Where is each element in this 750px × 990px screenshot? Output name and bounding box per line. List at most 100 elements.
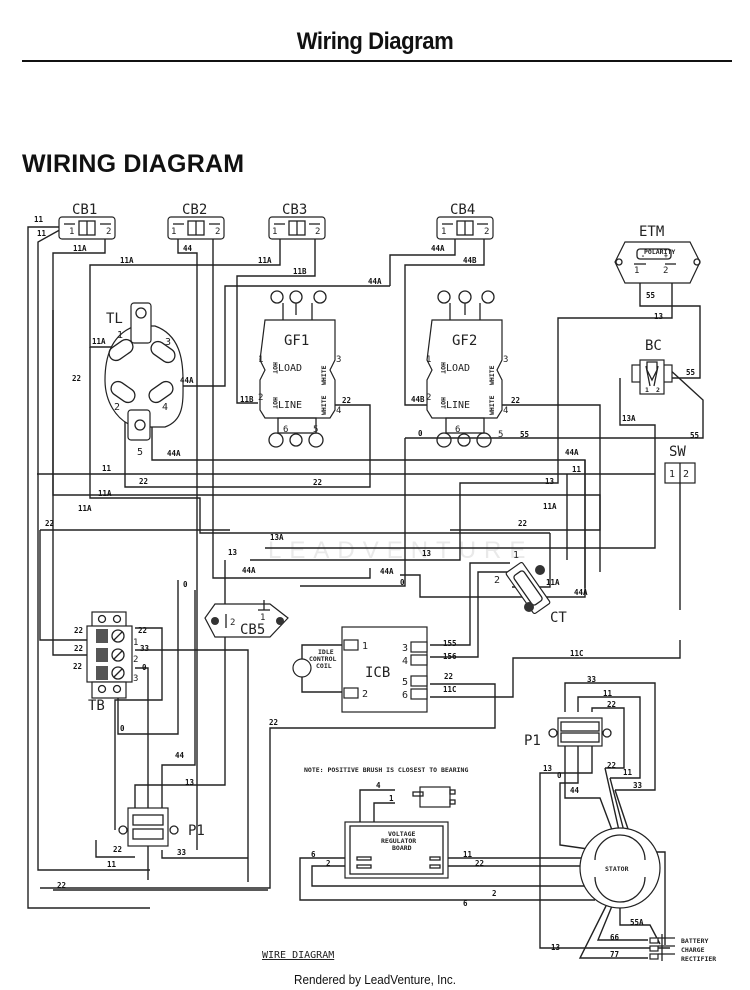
svg-text:3: 3 — [133, 674, 138, 684]
wire-11b — [236, 227, 316, 404]
svg-text:LINE: LINE — [278, 400, 302, 411]
wire-label-w11a-top: 11A — [120, 256, 134, 265]
wire-label-w22-p1: 22 — [113, 845, 122, 854]
wire-label-w44a-ct: 44A — [574, 588, 588, 597]
svg-text:+: + — [664, 252, 668, 260]
svg-text:STATOR: STATOR — [605, 865, 629, 873]
wire-label-w44a-r: 44A — [565, 448, 579, 457]
voltage-regulator-board: VOLTAGE REGULATOR BOARD — [344, 821, 449, 879]
wire-44-p1 — [161, 590, 196, 820]
wire-label-w0-mid2: 0 — [400, 578, 405, 587]
svg-text:IDLE: IDLE — [318, 648, 334, 656]
wire-label-w11a-mid1: 11A — [98, 489, 112, 498]
svg-text:5: 5 — [137, 447, 143, 458]
svg-text:POLARITY: POLARITY — [644, 248, 675, 256]
svg-text:1: 1 — [645, 386, 649, 394]
wire-0-p1r — [559, 745, 596, 851]
wire-label-w11a-r: 11A — [543, 502, 557, 511]
svg-text:BOARD: BOARD — [392, 844, 412, 852]
svg-text:1: 1 — [634, 266, 639, 276]
wire-label-w44-p1r: 44 — [570, 786, 580, 795]
wire-77 — [578, 905, 648, 959]
wire-13-p1r — [539, 745, 670, 949]
svg-text:2: 2 — [683, 469, 689, 480]
wire-6 — [299, 857, 595, 901]
svg-text:1: 1 — [362, 641, 368, 652]
wire-label-w44a-tl: 44A — [180, 376, 194, 385]
wire-label-w11c-top: 11C — [570, 649, 584, 658]
circuit-breaker-cb4: CB4 1 2 — [436, 202, 494, 240]
wire-label-w0-mid: 0 — [183, 580, 188, 589]
wire-label-w13a-mid: 13A — [270, 533, 284, 542]
svg-text:HOT: HOT — [439, 362, 447, 374]
wire-label-w33-tb: 33 — [140, 644, 150, 653]
svg-text:REGULATOR: REGULATOR — [381, 837, 416, 845]
svg-text:1: 1 — [69, 227, 74, 237]
svg-text:3: 3 — [503, 355, 508, 365]
wire-11-p1r — [577, 696, 641, 779]
wire-label-w11b-cb3: 11B — [293, 267, 307, 276]
wire-33-tb — [135, 649, 249, 882]
wire-44-p1r — [564, 745, 616, 839]
wire-label-w11-p1: 11 — [107, 860, 117, 869]
svg-text:COIL: COIL — [316, 662, 332, 670]
wire-label-w33-p1: 33 — [177, 848, 187, 857]
wire-22-gf1 — [124, 400, 371, 488]
wire-label-w44-cb2: 44 — [183, 244, 193, 253]
svg-text:3: 3 — [336, 355, 341, 365]
wire-22-left-down — [39, 530, 88, 641]
svg-text:1: 1 — [669, 469, 675, 480]
page-header-title: Wiring Diagram — [296, 28, 454, 55]
wire-13-etm — [250, 263, 673, 561]
svg-text:4: 4 — [336, 406, 341, 416]
svg-text:1: 1 — [117, 330, 123, 341]
svg-text:CHARGE: CHARGE — [681, 946, 705, 954]
wire-label-w6-vrb: 6 — [311, 850, 316, 859]
circuit-breaker-cb2: CB2 1 2 — [167, 202, 225, 240]
svg-text:WHITE: WHITE — [488, 365, 496, 385]
wire-label-w33-p1r: 33 — [587, 675, 597, 684]
wire-44 — [177, 227, 198, 850]
svg-text:4: 4 — [162, 402, 168, 413]
wire-22-icb — [40, 683, 496, 889]
svg-text:1: 1 — [426, 355, 431, 365]
wire-label-w22-long: 22 — [269, 718, 278, 727]
ct-label: CT — [550, 610, 567, 626]
wire-label-w13-p1r: 13 — [543, 764, 553, 773]
wire-label-w11a-tl: 11A — [92, 337, 106, 346]
svg-text:WHITE: WHITE — [488, 395, 496, 415]
cb5-label: CB5 — [240, 622, 265, 638]
battery-charger-bc: BC 1 2 — [631, 338, 673, 395]
wire-label-w13-mid: 13 — [228, 548, 238, 557]
wire-155 — [430, 562, 510, 646]
svg-text:6: 6 — [402, 690, 408, 701]
wire-label-w0-gf2: 0 — [418, 429, 423, 438]
svg-text:2: 2 — [230, 618, 235, 628]
wire-label-w2-bottom: 2 — [492, 889, 497, 898]
svg-text:VOLTAGE: VOLTAGE — [388, 830, 415, 838]
svg-text:2: 2 — [114, 402, 120, 413]
wire-label-w55a: 55A — [630, 918, 644, 927]
svg-text:5: 5 — [498, 430, 503, 440]
svg-text:LINE: LINE — [446, 400, 470, 411]
wire-label-w22-p1r: 22 — [607, 700, 616, 709]
icb-label: ICB — [365, 665, 390, 681]
wire-11a-2 — [89, 347, 550, 534]
cb1-label: CB1 — [72, 202, 97, 218]
wire-label-w22-tb3: 22 — [74, 644, 83, 653]
connector-p1-right: P1 — [524, 717, 612, 749]
svg-text:2: 2 — [315, 227, 320, 237]
wire-label-w13a-bc: 13A — [622, 414, 636, 423]
engine-timer-meter-etm: ETM POLARITY - + 1 2 — [614, 224, 701, 284]
cb4-label: CB4 — [450, 202, 475, 218]
svg-text:2: 2 — [663, 266, 668, 276]
wire-label-w22-mid2: 22 — [313, 478, 322, 487]
svg-text:5: 5 — [313, 425, 318, 435]
wire-33-p1 — [161, 850, 248, 859]
svg-text:HOT: HOT — [271, 397, 279, 409]
wire-label-w156: 156 — [443, 652, 457, 661]
wire-label-w22-gf2: 22 — [511, 396, 520, 405]
wire-label-w22-mid1: 22 — [139, 477, 148, 486]
switch-sw[interactable]: SW 1 2 — [664, 444, 696, 484]
